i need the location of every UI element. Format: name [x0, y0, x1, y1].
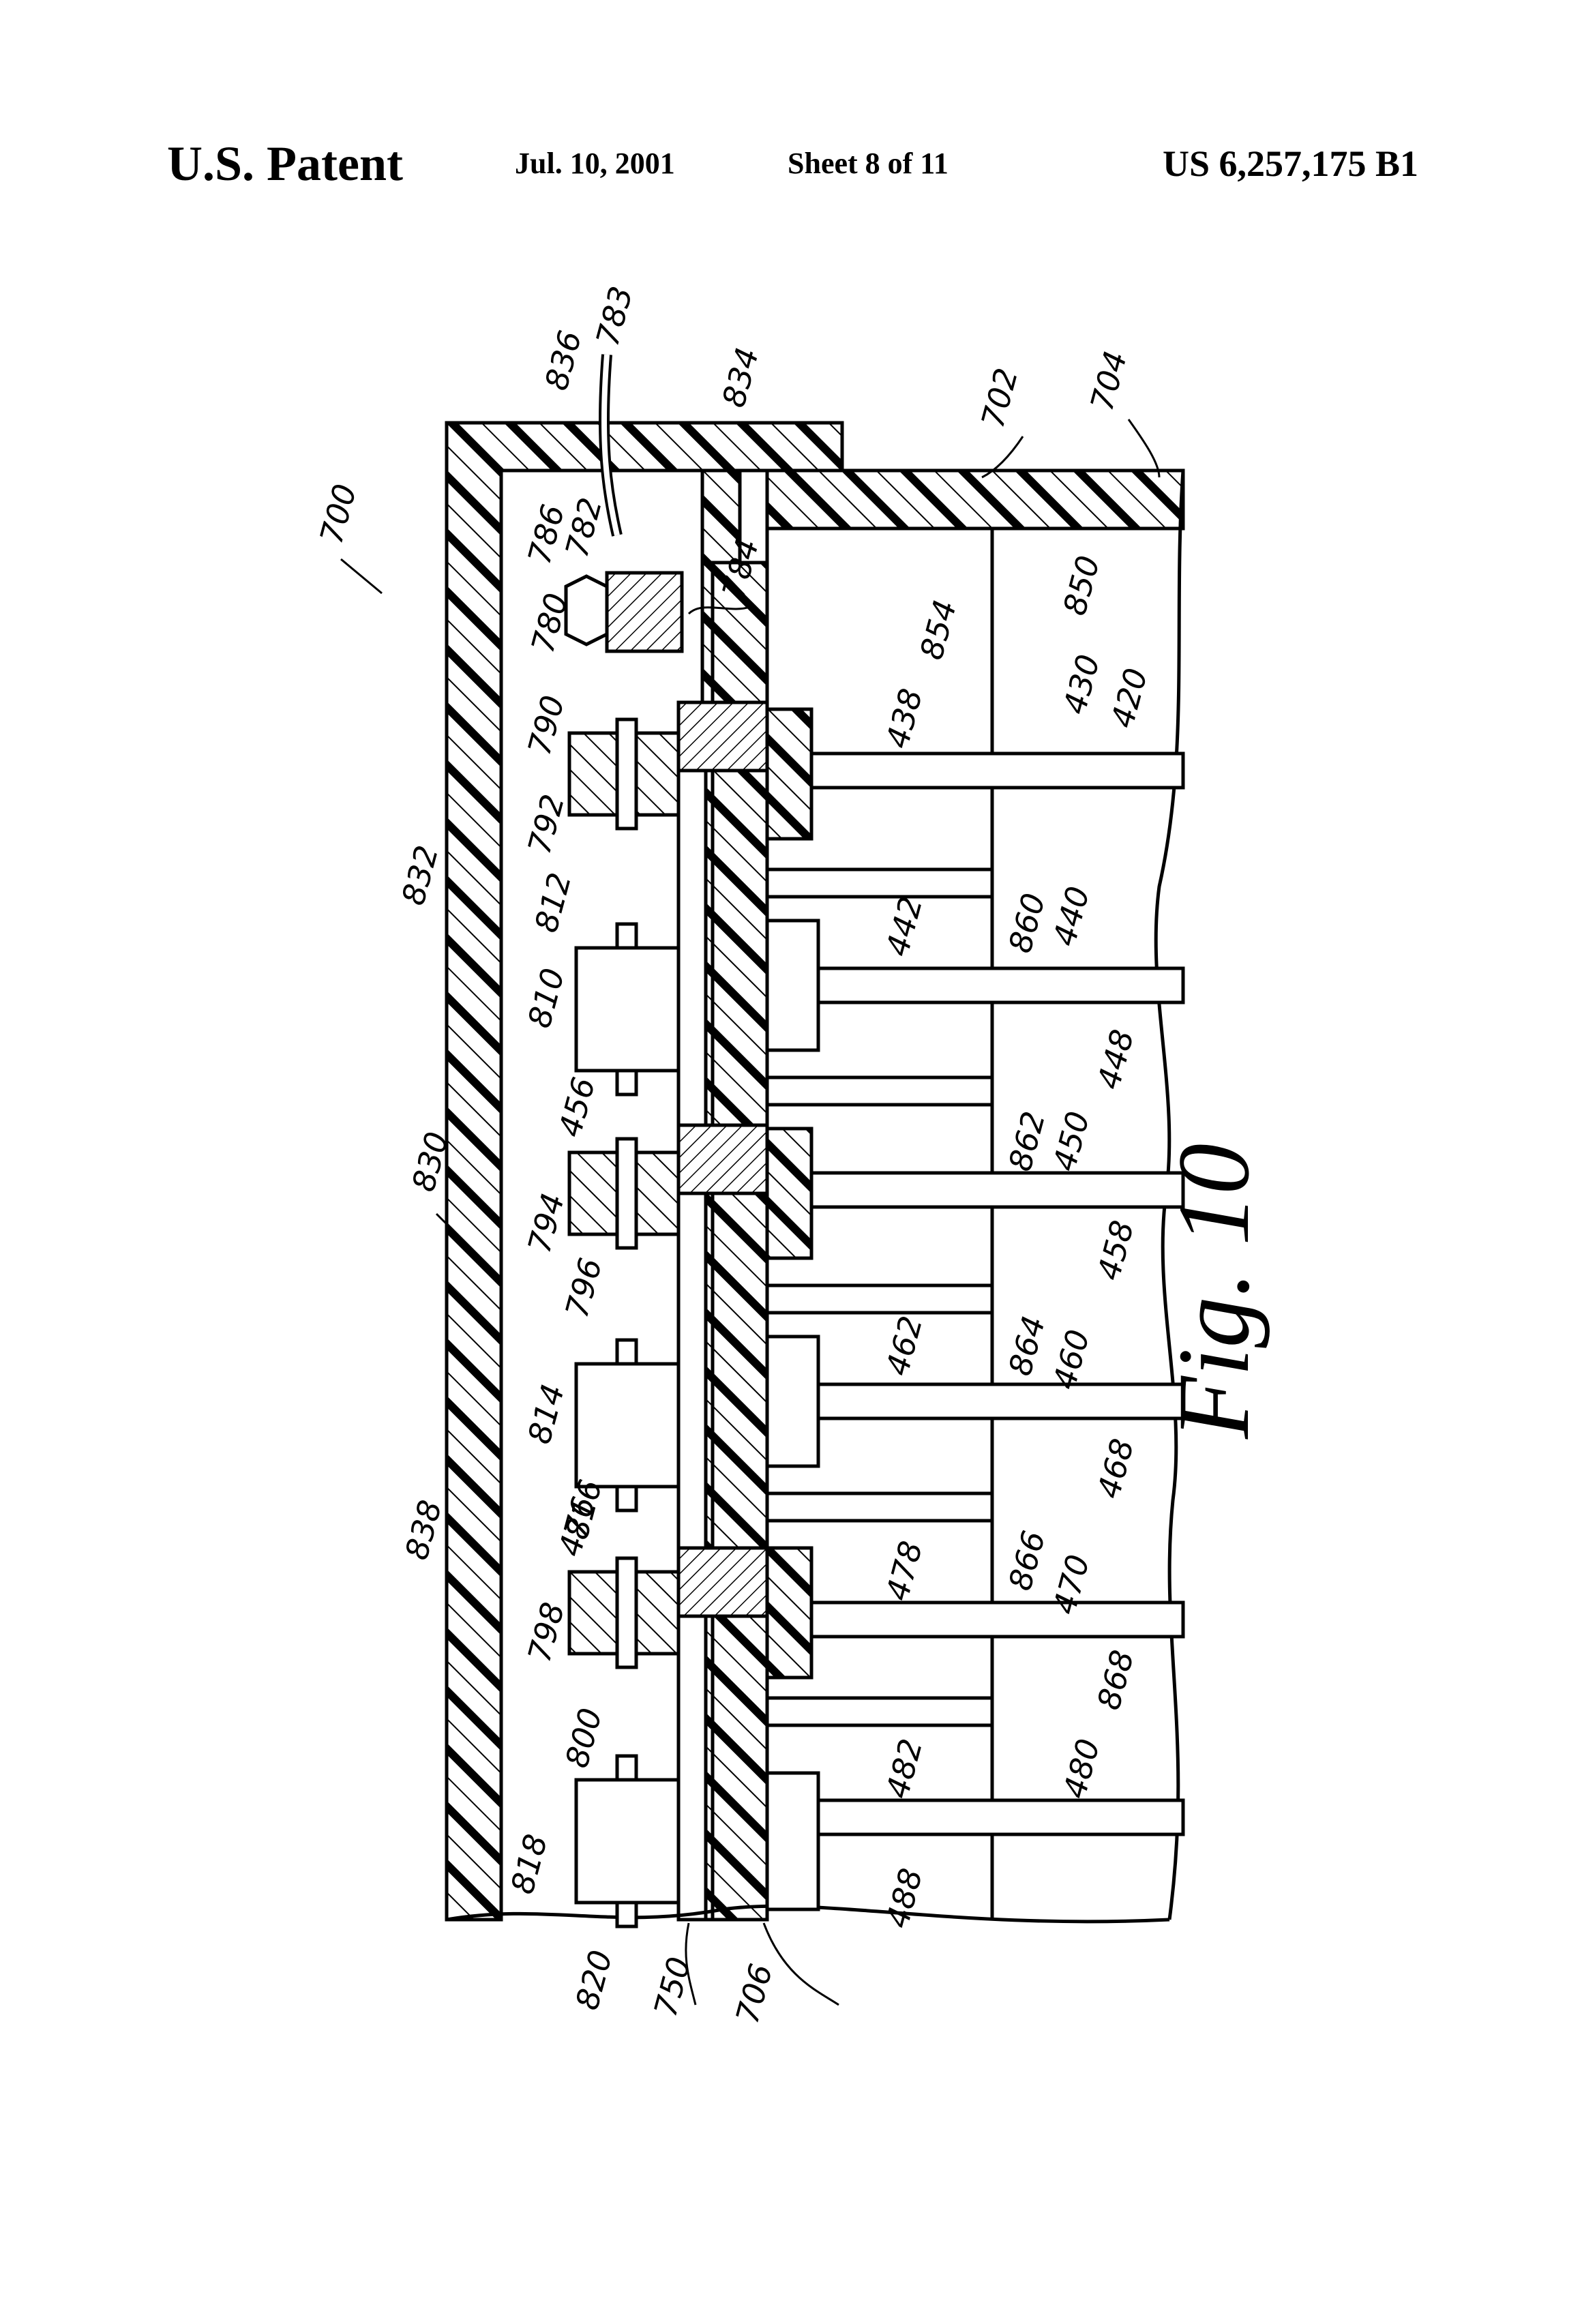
connector-pin-812: [617, 924, 636, 948]
pin-862: [767, 1077, 992, 1105]
label-700: 700: [312, 480, 363, 548]
clamp-478: [767, 1548, 811, 1678]
label-864: 864: [1001, 1312, 1052, 1380]
label-488: 488: [878, 1864, 929, 1932]
connector-810: [576, 948, 678, 1071]
label-458: 458: [1090, 1217, 1141, 1284]
nut-796: [678, 1125, 767, 1193]
label-854: 854: [912, 596, 964, 664]
label-800: 800: [558, 1704, 609, 1772]
label-430: 430: [1056, 651, 1107, 718]
label-783: 783: [588, 282, 640, 350]
label-440: 440: [1045, 882, 1096, 950]
label-810: 810: [520, 964, 571, 1032]
label-456: 456: [551, 1073, 602, 1141]
head-482: [767, 1773, 818, 1909]
label-476: 476: [551, 1493, 602, 1560]
plunger-450: [767, 1173, 1183, 1207]
screw-shaft-796: [617, 1139, 636, 1248]
label-850: 850: [1056, 552, 1107, 619]
label-862: 862: [1001, 1107, 1052, 1175]
label-468: 468: [1090, 1435, 1141, 1502]
nut-792: [678, 702, 767, 771]
label-448: 448: [1090, 1026, 1141, 1093]
sensor-nut-780: [566, 576, 607, 644]
pin-866: [767, 1493, 992, 1521]
label-794: 794: [520, 1189, 571, 1257]
connector-pin-816: [617, 1340, 636, 1364]
connector-pin-820: [617, 1756, 636, 1780]
label-832: 832: [394, 841, 445, 909]
sensor-body-784: [607, 573, 682, 651]
connector-814: [576, 1364, 678, 1487]
label-866: 866: [1001, 1527, 1052, 1594]
screw-shaft-800: [617, 1558, 636, 1667]
connectors: [576, 924, 678, 1926]
connector-818: [576, 1780, 678, 1903]
label-480: 480: [1056, 1735, 1107, 1802]
label-814: 814: [520, 1380, 571, 1448]
head-442: [767, 921, 818, 1050]
pin-864: [767, 1285, 992, 1313]
label-438: 438: [878, 685, 929, 752]
pin-480: [818, 1800, 1183, 1834]
label-704: 704: [1083, 347, 1134, 415]
pin-868: [767, 1698, 992, 1725]
nut-800: [678, 1548, 767, 1616]
label-450: 450: [1045, 1107, 1096, 1175]
label-868: 868: [1090, 1646, 1141, 1714]
clamp-458: [767, 1129, 811, 1258]
pin-860: [767, 869, 992, 897]
label-836: 836: [537, 327, 588, 394]
label-818: 818: [503, 1830, 554, 1898]
label-780: 780: [524, 589, 575, 657]
label-442: 442: [878, 893, 929, 960]
label-706: 706: [728, 1960, 779, 2027]
label-790: 790: [520, 691, 571, 759]
pin-440: [818, 968, 1183, 1002]
plunger-430: [767, 754, 1183, 788]
pin-460: [818, 1384, 1183, 1418]
label-420: 420: [1103, 664, 1154, 732]
clamp-438: [767, 709, 811, 839]
label-702: 702: [974, 364, 1025, 432]
label-792: 792: [520, 790, 571, 858]
label-812: 812: [527, 869, 578, 936]
label-482: 482: [878, 1735, 929, 1802]
label-820: 820: [568, 1946, 619, 2014]
figure-caption: Fig. 10: [1157, 1144, 1270, 1440]
pin-array: [767, 709, 1183, 1909]
plunger-470: [767, 1603, 1183, 1637]
label-798: 798: [520, 1598, 571, 1666]
label-478: 478: [878, 1537, 929, 1605]
pcb-plate: [678, 702, 706, 1920]
label-786: 786: [520, 501, 571, 568]
screw-shaft-792: [617, 719, 636, 829]
label-462: 462: [878, 1312, 929, 1380]
upper-housing: [740, 471, 1183, 528]
connector-pin-816b: [617, 1487, 636, 1510]
connector-pin-820b: [617, 1903, 636, 1926]
label-838: 838: [398, 1496, 449, 1564]
label-796: 796: [558, 1254, 609, 1322]
label-834: 834: [715, 344, 766, 411]
label-860: 860: [1001, 889, 1052, 957]
connector-pin-812b: [617, 1071, 636, 1094]
head-462: [767, 1337, 818, 1466]
